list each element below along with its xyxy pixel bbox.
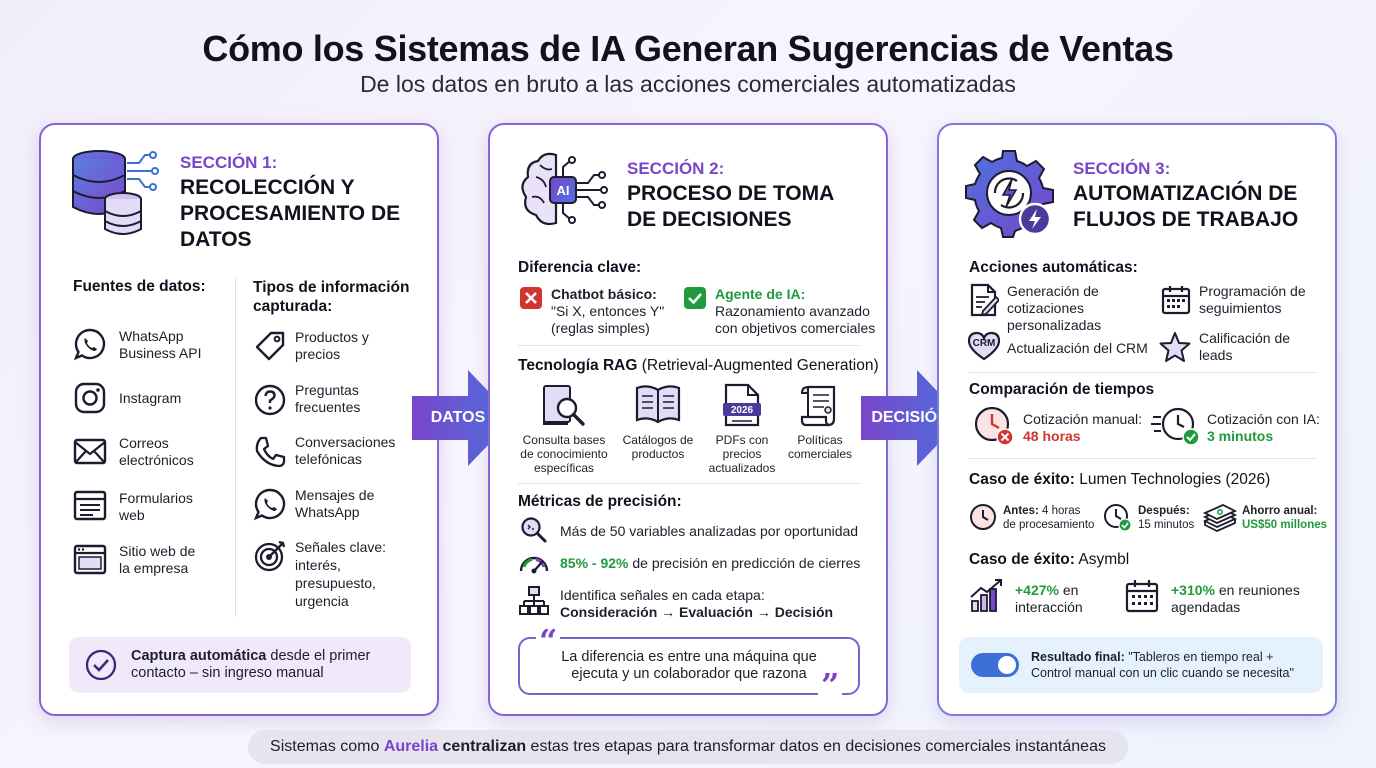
case1-before: Antes: 4 horas de procesamiento xyxy=(1003,505,1095,531)
case2-meetings: +310% en reuniones agendadas xyxy=(1171,582,1300,615)
phone-icon xyxy=(255,436,286,468)
auto-capture-callout: Captura automática desde el primer conta… xyxy=(69,637,411,693)
star-icon xyxy=(1159,332,1191,362)
section-1-number: SECCIÓN 1: xyxy=(180,153,278,172)
clock-icon xyxy=(970,504,996,530)
diff-heading: Diferencia clave: xyxy=(518,259,642,276)
final-result-box: Resultado final: "Tableros en tiempo rea… xyxy=(959,637,1323,693)
money-stack-icon xyxy=(1203,504,1237,532)
section-3-title: AUTOMATIZACIÓN DE FLUJOS DE TRABAJO xyxy=(1073,182,1299,231)
ai-brain-icon: AI xyxy=(521,152,608,226)
metric-stages: Identifica señales en cada etapa: Consid… xyxy=(560,587,834,620)
page-subtitle: De los datos en bruto a las acciones com… xyxy=(360,71,1016,97)
ai-agent: Agente de IA: Razonamiento avanzado con … xyxy=(715,286,876,336)
metric-precision: 85% - 92% de precisión en predicción de … xyxy=(560,555,861,571)
section-3-card: SECCIÓN 3: AUTOMATIZACIÓN DE FLUJOS DE T… xyxy=(937,123,1337,716)
case1-after: Después: 15 minutos xyxy=(1138,505,1195,531)
check-circle-icon xyxy=(85,649,117,681)
rag-heading: Tecnología RAG (Retrieval-Augmented Gene… xyxy=(518,357,879,374)
section-2-number: SECCIÓN 2: xyxy=(627,159,725,178)
section-2-card: AI SECCIÓN 2: PROCESO DE TOMA DE DECISIO… xyxy=(488,123,888,716)
clock-alert-icon xyxy=(974,406,1014,446)
actions-heading: Acciones automáticas: xyxy=(969,259,1138,276)
scroll-icon xyxy=(800,385,836,427)
form-icon xyxy=(73,490,107,521)
datos-arrow-label: DATOS xyxy=(430,409,486,426)
chatbot-basic: Chatbot básico: "Si X, entonces Y" (regl… xyxy=(551,286,665,336)
crm-heart-icon xyxy=(967,331,1001,361)
source-instagram: Instagram xyxy=(119,390,182,406)
magnifier-icon xyxy=(521,517,547,543)
clock-check-icon xyxy=(1104,504,1132,532)
metric-variables: Más de 50 variables analizadas por oport… xyxy=(560,523,859,539)
footer-banner: Sistemas como Aurelia centralizan estas … xyxy=(248,730,1128,764)
target-icon xyxy=(254,540,286,572)
case1-savings: Ahorro anual: US$50 millones xyxy=(1242,505,1328,531)
fast-clock-icon xyxy=(1151,407,1200,446)
page-title: Cómo los Sistemas de IA Generan Sugerenc… xyxy=(202,28,1174,69)
gear-lightning-icon xyxy=(965,150,1054,238)
whatsapp-icon xyxy=(253,488,286,521)
sources-heading: Fuentes de datos: xyxy=(73,278,206,295)
mail-icon xyxy=(73,438,107,465)
pdf-icon xyxy=(723,383,761,427)
bar-growth-icon xyxy=(970,579,1002,612)
svg-text:AI: AI xyxy=(557,183,570,198)
search-docs-icon xyxy=(543,385,585,426)
check-mark-icon xyxy=(684,287,706,309)
x-mark-icon xyxy=(520,287,542,309)
case2-interaction: +427% en interacción xyxy=(1015,582,1083,615)
action-crm: Actualización del CRM xyxy=(1007,340,1148,356)
metrics-heading: Métricas de precisión: xyxy=(518,493,682,510)
flowchart-icon xyxy=(519,586,549,615)
crm-badge: CRM xyxy=(972,338,996,349)
toggle-switch[interactable] xyxy=(971,653,1019,677)
ai-quote: Cotización con IA: 3 minutos xyxy=(1207,411,1320,444)
type-signals: Señales clave: interés, presupuesto, urg… xyxy=(295,539,387,609)
section-1-card: SECCIÓN 1: RECOLECCIÓN Y PROCESAMIENTO D… xyxy=(39,123,439,716)
question-icon xyxy=(254,384,286,416)
open-book-icon xyxy=(635,385,681,424)
manual-quote: Cotización manual: 48 horas xyxy=(1023,411,1143,444)
gauge-icon xyxy=(519,556,549,574)
close-quote-icon: ” xyxy=(818,669,843,701)
tag-icon xyxy=(255,331,285,361)
whatsapp-icon xyxy=(73,328,106,361)
decision-arrow-label: DECISIÓN xyxy=(871,409,949,426)
types-heading: Tipos de información capturada: xyxy=(253,279,410,315)
time-comparison-heading: Comparación de tiempos xyxy=(969,381,1155,398)
section-2-title: PROCESO DE TOMA DE DECISIONES xyxy=(627,182,835,231)
document-pen-icon xyxy=(970,283,999,317)
section-1-title: RECOLECCIÓN Y PROCESAMIENTO DE DATOS xyxy=(180,176,401,251)
case2-heading: Caso de éxito: Asymbl xyxy=(969,551,1130,568)
calendar-meetings-icon xyxy=(1125,580,1159,613)
instagram-icon xyxy=(74,382,106,414)
case1-heading: Caso de éxito: Lumen Technologies (2026) xyxy=(969,471,1271,488)
browser-icon xyxy=(73,544,107,575)
open-quote-icon: “ xyxy=(536,625,561,657)
calendar-icon xyxy=(1161,286,1191,315)
database-icon xyxy=(72,150,159,235)
section-3-number: SECCIÓN 3: xyxy=(1073,159,1171,178)
pdf-year-badge: 2026 xyxy=(730,405,754,416)
quote-box: “ La diferencia es entre una máquina que… xyxy=(518,625,860,701)
